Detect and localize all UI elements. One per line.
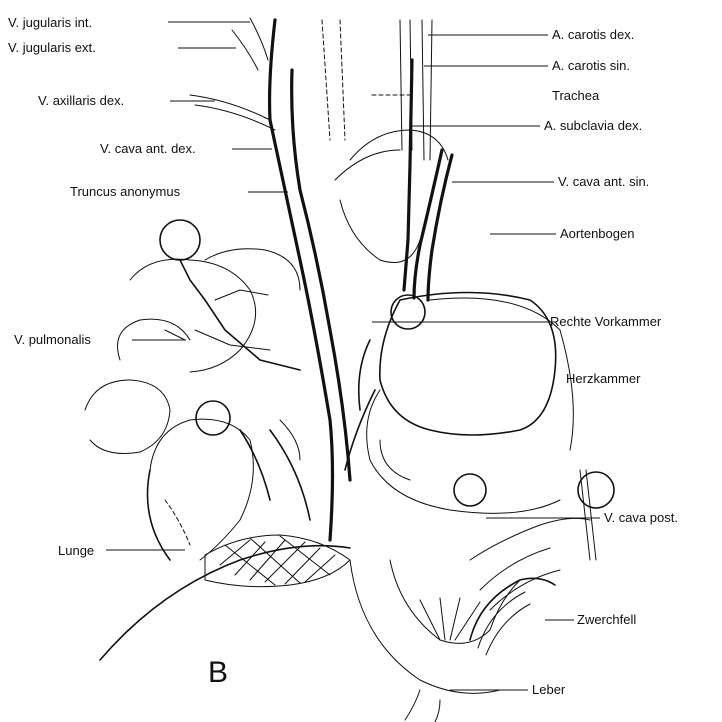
labels-right: A. carotis dex. A. carotis sin. Trachea … [532,27,678,697]
label-rechte-vorkammer: Rechte Vorkammer [550,314,662,329]
label-a-carotis-dex: A. carotis dex. [552,27,634,42]
labels-left: V. jugularis int. V. jugularis ext. V. a… [8,15,196,558]
label-leber: Leber [532,682,566,697]
label-herzkammer: Herzkammer [566,371,641,386]
panel-letter: B [208,656,228,689]
label-v-jugularis-int: V. jugularis int. [8,15,92,30]
label-aortenbogen: Aortenbogen [560,226,634,241]
label-v-jugularis-ext: V. jugularis ext. [8,40,96,55]
label-v-pulmonalis: V. pulmonalis [14,332,91,347]
label-a-carotis-sin: A. carotis sin. [552,58,630,73]
label-zwerchfell: Zwerchfell [577,612,636,627]
label-a-subclavia-dex: A. subclavia dex. [544,118,642,133]
label-v-cava-ant-sin: V. cava ant. sin. [558,174,649,189]
anatomy-drawing [85,18,614,722]
label-trachea: Trachea [552,88,600,103]
label-v-cava-ant-dex: V. cava ant. dex. [100,141,196,156]
label-v-axillaris-dex: V. axillaris dex. [38,93,124,108]
label-v-cava-post: V. cava post. [604,510,678,525]
label-lunge: Lunge [58,543,94,558]
label-truncus-anonymus: Truncus anonymus [70,184,181,199]
